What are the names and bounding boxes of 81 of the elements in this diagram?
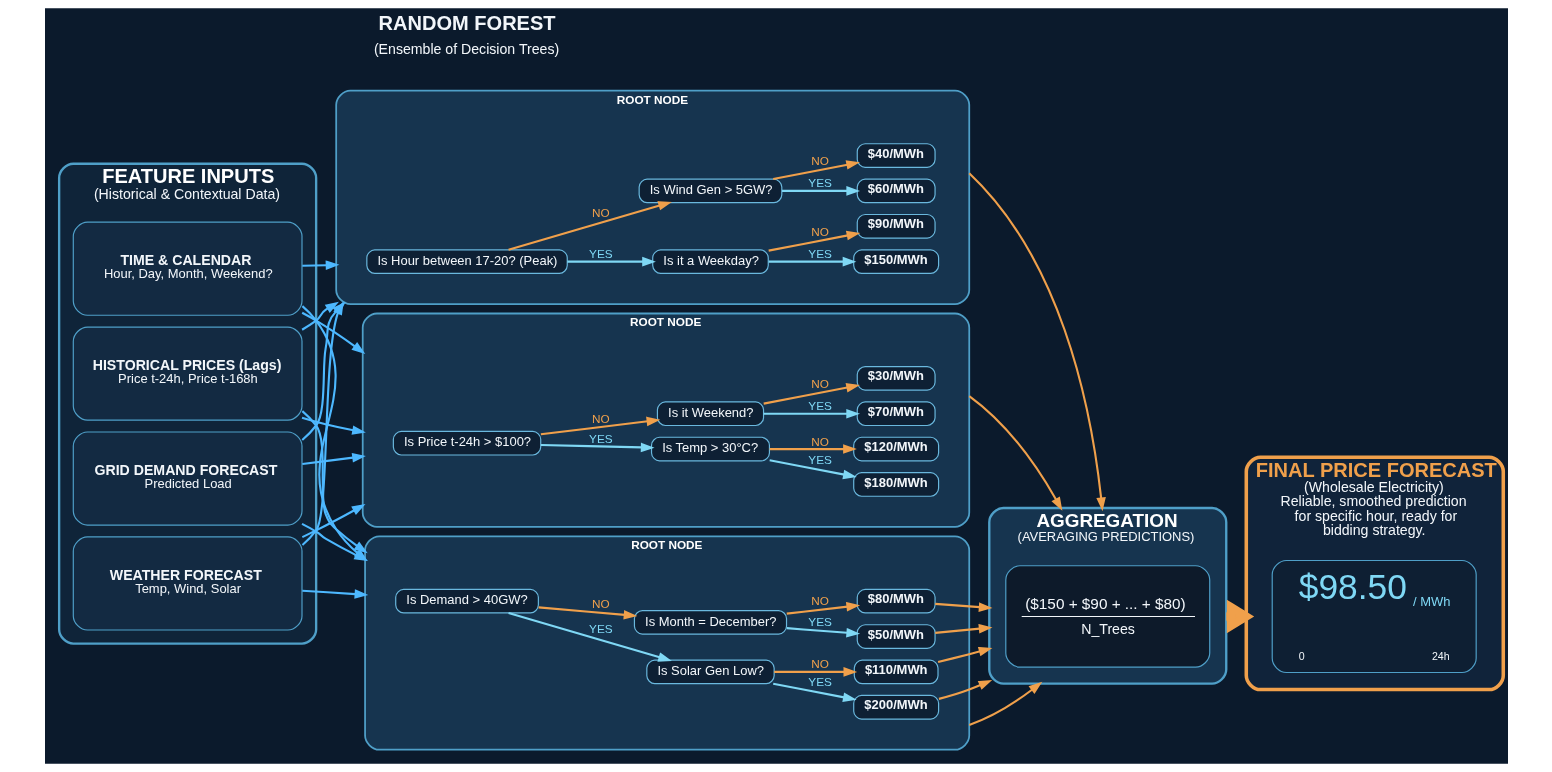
node-box: $70/MWh [856, 401, 936, 427]
edge-label: YES [588, 247, 613, 261]
edge-label: YES [807, 675, 832, 689]
arrow [772, 682, 857, 702]
arrow [301, 523, 368, 561]
node-box: $120/MWh [852, 436, 939, 462]
arrow [768, 256, 856, 267]
edge-label: NO [591, 597, 610, 611]
label: RANDOM FOREST [378, 12, 556, 35]
arrow [781, 186, 860, 196]
node-box: $80/MWh [856, 588, 936, 614]
edge-label: NO [810, 657, 829, 671]
node-box: $30/MWh [856, 365, 936, 391]
arrow [938, 680, 992, 700]
node-box: $110/MWh [853, 659, 939, 685]
arrow [769, 444, 857, 454]
arrow [934, 602, 992, 612]
node-box: Is Solar Gen Low? [645, 659, 775, 685]
arrow [786, 627, 860, 638]
arrow [566, 256, 656, 267]
node-box: Is Wind Gen > 5GW? [638, 178, 782, 204]
edge-label: YES [807, 453, 832, 467]
node-box: $40/MWh [856, 143, 936, 168]
arrow [968, 681, 1042, 726]
arrow [773, 667, 857, 677]
arrow [301, 301, 339, 331]
node-box: HISTORICAL PRICES (Lags) Price t-24h, Price t-168h [72, 326, 303, 421]
arrow [768, 459, 857, 480]
node-box: Is it a Weekday? [651, 249, 769, 274]
node-box: $50/MWh [856, 624, 936, 649]
node-box: Is Temp > 30°C? [650, 436, 770, 462]
arrow [301, 260, 339, 270]
arrow [301, 305, 368, 562]
arrow [968, 395, 1062, 511]
edge-label: YES [588, 621, 613, 635]
edge-label: NO [810, 224, 829, 238]
node-box: Is it Weekend? [656, 401, 764, 427]
arrow [301, 416, 366, 435]
arrow [540, 442, 655, 453]
edge-label: NO [810, 153, 829, 167]
arrow [301, 410, 368, 554]
arrow [301, 311, 365, 355]
node-box: Is Demand > 40GW? [394, 588, 539, 614]
arrow [538, 606, 637, 620]
edge-label: NO [591, 412, 610, 426]
node-box: WEATHER FORECAST Temp, Wind, Solar [72, 536, 303, 631]
node-box: TIME & CALENDAR Hour, Day, Month, Weekend? [72, 221, 303, 316]
edge-label: NO [591, 205, 610, 219]
node-box: ($150 + $90 + ... + $80) N_Trees [1004, 565, 1210, 668]
node-box: Is Price t-24h > $100? [392, 430, 541, 456]
node-box: $200/MWh [852, 694, 939, 720]
node-box: $150/MWh [852, 249, 939, 274]
arrow [934, 623, 992, 634]
arrow [540, 416, 660, 436]
edge-label: YES [588, 432, 613, 446]
node-box: Is Month = December? [633, 610, 787, 635]
arrow [507, 201, 672, 251]
arrow [763, 408, 860, 419]
node-box: $180/MWh [852, 472, 939, 497]
edge-label: NO [810, 434, 829, 448]
edge-label: YES [807, 247, 832, 261]
node-box: $60/MWh [856, 178, 936, 204]
arrow [763, 382, 860, 405]
node-box: Is Hour between 17-20? (Peak) [365, 249, 568, 274]
node-box: GRID DEMAND FORECAST Predicted Load [72, 431, 303, 526]
edge-label: NO [810, 376, 829, 390]
arrow [786, 602, 860, 615]
edge-label: YES [807, 614, 832, 628]
arrow [301, 452, 366, 466]
edge-label: YES [807, 176, 832, 190]
edge-label: NO [810, 593, 829, 607]
arrow [301, 589, 368, 599]
arrow [767, 230, 860, 252]
arrow [301, 504, 365, 539]
arrow [772, 160, 860, 181]
edge-label: YES [807, 399, 832, 413]
label: (Ensemble of Decision Trees) [373, 40, 559, 57]
arrow [968, 172, 1106, 512]
arrow [937, 646, 992, 664]
node-box: $90/MWh [856, 213, 936, 239]
arrow [507, 611, 672, 662]
